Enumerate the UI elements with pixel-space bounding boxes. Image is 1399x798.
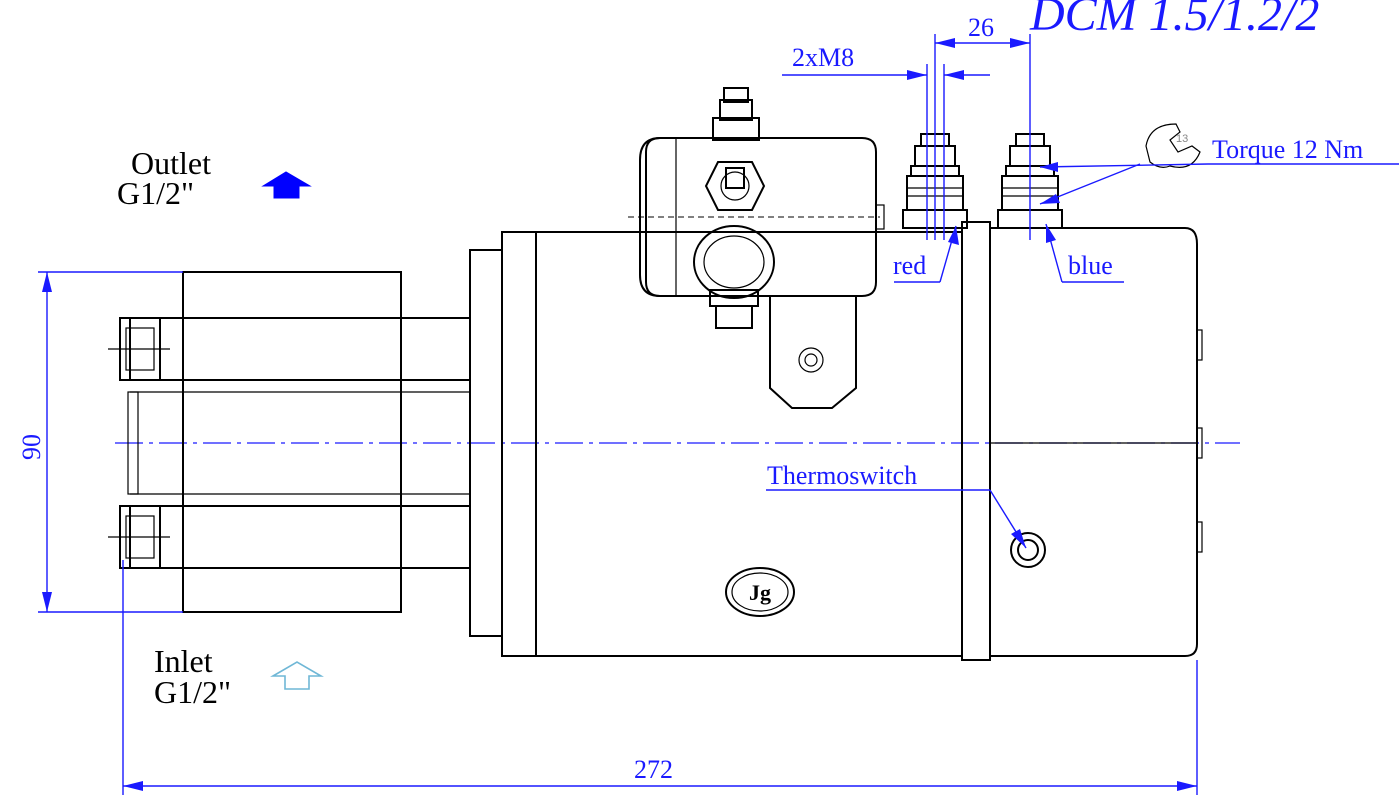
motor-body [535,221,1203,661]
dimension-terminal-spacing: 26 [934,13,1031,240]
torque-callout: 13 Torque 12 Nm [1039,123,1399,205]
thermoswitch-label: Thermoswitch [767,461,917,490]
brand-logo: Jg [725,567,795,617]
svg-text:Jg: Jg [749,580,771,605]
inlet-label: Inlet [154,643,213,679]
dimension-height-label: 90 [17,434,46,460]
solenoid [628,87,885,409]
wrench-size-label: 13 [1176,133,1188,145]
terminal-red-label: red [893,251,926,280]
blue-callout: blue [1045,223,1124,283]
dimension-length: 272 [122,560,1198,795]
outlet-arrow-icon [261,171,312,199]
outlet-label-group: Outlet G1/2" [117,145,312,211]
drawing-title: DCM 1.5/1.2/2 [1029,0,1319,41]
dimension-terminal-spacing-label: 26 [968,13,994,42]
dimension-height: 90 [17,271,183,613]
thermoswitch-callout: Thermoswitch [766,461,1027,549]
red-callout: red [893,225,959,283]
dimension-terminal-thread: 2xM8 [782,43,990,240]
inlet-thread: G1/2" [154,674,231,710]
wrench-icon [1145,123,1201,168]
thermoswitch-plug [1010,532,1046,568]
dimension-length-label: 272 [634,755,673,784]
dimension-terminal-thread-label: 2xM8 [792,43,854,72]
inlet-label-group: Inlet G1/2" [154,643,324,710]
torque-label: Torque 12 Nm [1212,135,1363,164]
terminal-blue-label: blue [1068,251,1113,280]
pump-head [108,231,537,657]
outlet-label: Outlet [131,145,211,181]
outlet-thread: G1/2" [117,175,194,211]
inlet-arrow-icon [270,661,324,690]
